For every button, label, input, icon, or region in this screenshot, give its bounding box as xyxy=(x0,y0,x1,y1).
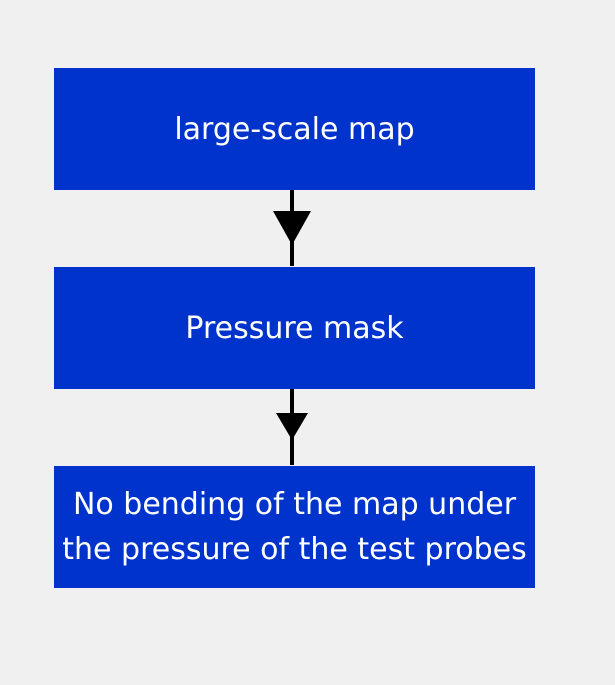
node-label: large-scale map xyxy=(174,111,415,147)
arrow-n2-to-n3 xyxy=(276,389,308,465)
node-label: Pressure mask xyxy=(185,310,404,346)
flowchart-node-pressure-mask: Pressure mask xyxy=(54,267,535,389)
arrow-n1-to-n2 xyxy=(273,190,311,266)
flowchart-node-no-bending: No bending of the map under the pressure… xyxy=(54,466,535,588)
arrow-head xyxy=(273,211,311,245)
arrow-head xyxy=(276,413,308,440)
node-label: No bending of the map under the pressure… xyxy=(62,487,527,567)
flowchart-node-large-scale-map: large-scale map xyxy=(54,68,535,190)
